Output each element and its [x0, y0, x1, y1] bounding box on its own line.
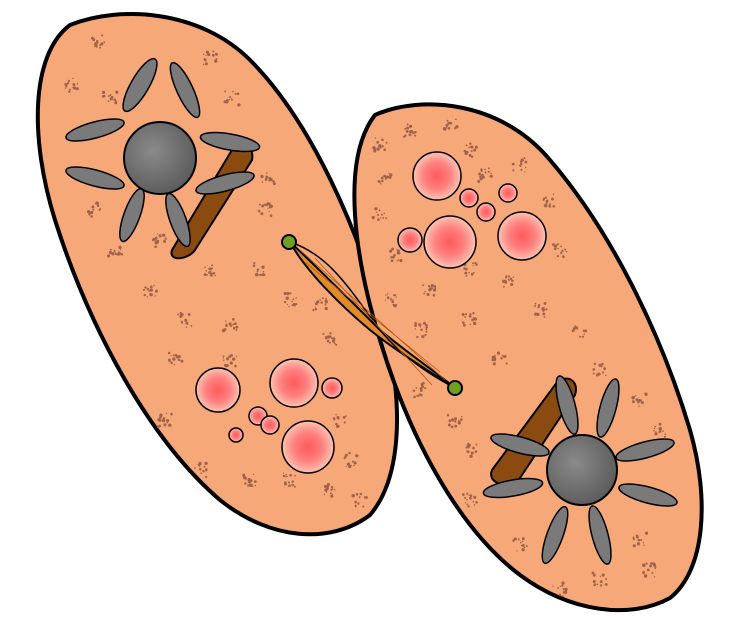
right-micronucleus — [448, 381, 462, 395]
left-cell-body — [38, 14, 397, 534]
left-paramecium — [38, 14, 397, 534]
left-micronucleus — [282, 235, 296, 249]
